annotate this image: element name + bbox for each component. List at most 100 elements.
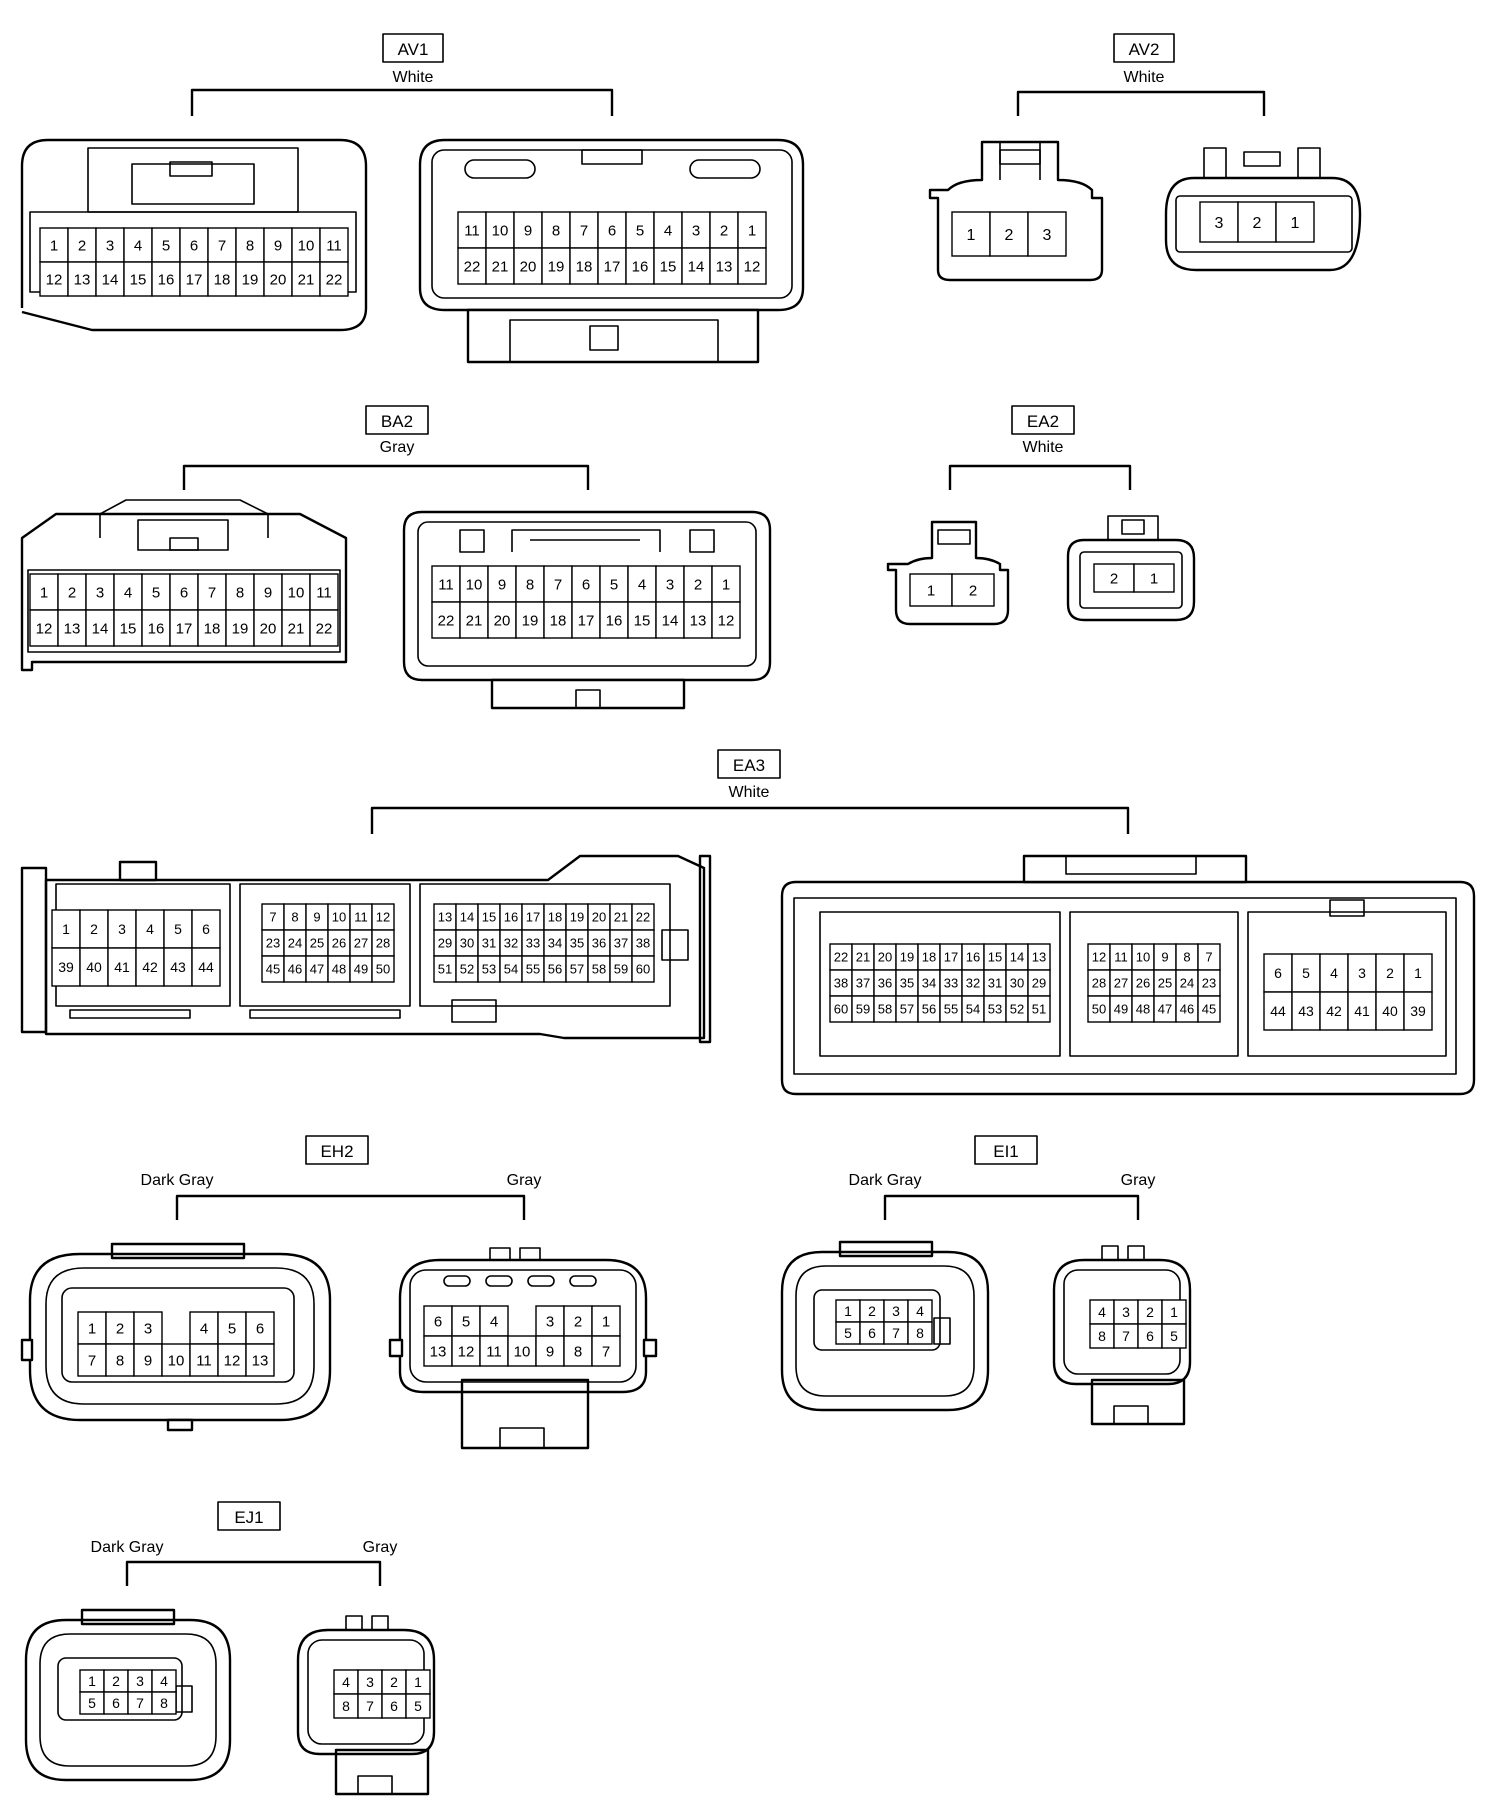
- pin-label: 57: [570, 962, 584, 977]
- pin-label: 56: [548, 962, 562, 977]
- pin-5: 5: [151, 227, 181, 263]
- pin-17: 17: [179, 261, 209, 297]
- pin-12: 12: [217, 1343, 247, 1377]
- pin-label: 3: [1122, 1304, 1130, 1320]
- pin-label: 2: [1253, 215, 1262, 232]
- pin-14: 14: [681, 247, 711, 285]
- pin-13: 13: [57, 609, 87, 647]
- pin-1: 1: [77, 1311, 107, 1345]
- pin-20: 20: [253, 609, 283, 647]
- pin-label: 23: [1202, 976, 1216, 991]
- pin-label: 18: [548, 910, 562, 925]
- pin-45: 45: [261, 955, 285, 983]
- pin-label: 4: [1330, 965, 1338, 981]
- pin-22: 22: [457, 247, 487, 285]
- pin-label: 1: [50, 237, 58, 254]
- pin-37: 37: [609, 929, 633, 957]
- pin-6: 6: [103, 1691, 129, 1715]
- pin-3: 3: [1199, 201, 1239, 243]
- connector-code-box: [217, 1501, 281, 1531]
- pin-14: 14: [85, 609, 115, 647]
- pin-label: 4: [342, 1674, 350, 1690]
- connector-color-left: Dark Gray: [849, 1172, 922, 1189]
- pin-label: 8: [1098, 1328, 1106, 1344]
- pin-label: 46: [1180, 1002, 1194, 1017]
- pin-2: 2: [103, 1669, 129, 1693]
- pin-label: 8: [574, 1343, 582, 1360]
- pin-label: 3: [692, 222, 700, 239]
- pin-12: 12: [39, 261, 69, 297]
- pin-5: 5: [141, 573, 171, 611]
- pin-50: 50: [371, 955, 395, 983]
- pin-18: 18: [543, 903, 567, 931]
- pin-label: 4: [664, 222, 672, 239]
- pin-29: 29: [433, 929, 457, 957]
- pin-label: 42: [142, 959, 158, 975]
- pin-label: 15: [120, 620, 137, 637]
- pin-label: 6: [1146, 1328, 1154, 1344]
- pin-3: 3: [655, 565, 685, 603]
- pin-label: 6: [582, 576, 590, 593]
- pin-1: 1: [39, 227, 69, 263]
- pin-label: 39: [1410, 1003, 1426, 1019]
- pin-label: 11: [354, 910, 368, 925]
- pin-label: 41: [1354, 1003, 1370, 1019]
- pin-label: 48: [1136, 1002, 1150, 1017]
- pin-label: 21: [298, 271, 315, 288]
- pin-label: 38: [834, 976, 848, 991]
- pin-10: 10: [327, 903, 351, 931]
- pin-25: 25: [1153, 969, 1177, 997]
- pin-label: 2: [68, 584, 76, 601]
- pin-22: 22: [631, 903, 655, 931]
- pin-14: 14: [655, 601, 685, 639]
- pin-36: 36: [873, 969, 897, 997]
- pin-22: 22: [309, 609, 339, 647]
- pin-19: 19: [565, 903, 589, 931]
- pin-label: 10: [1136, 950, 1150, 965]
- pin-label: 3: [144, 1320, 152, 1337]
- pin-16: 16: [499, 903, 523, 931]
- pin-label: 36: [592, 936, 606, 951]
- pin-6: 6: [381, 1693, 407, 1719]
- connector-code-box: [1011, 405, 1075, 435]
- pin-label: 1: [1414, 965, 1422, 981]
- pin-label: 14: [688, 258, 705, 275]
- pin-1: 1: [79, 1669, 105, 1693]
- pin-label: 26: [332, 936, 346, 951]
- pin-label: 9: [274, 237, 282, 254]
- pin-40: 40: [79, 947, 109, 987]
- pin-51: 51: [433, 955, 457, 983]
- connector-color-left: Dark Gray: [141, 1172, 214, 1189]
- pin-9: 9: [263, 227, 293, 263]
- pin-3: 3: [107, 909, 137, 949]
- connector-color-right: Gray: [1121, 1172, 1156, 1189]
- connector-code-box: [974, 1135, 1038, 1165]
- pin-34: 34: [917, 969, 941, 997]
- pin-2: 2: [105, 1311, 135, 1345]
- pin-label: 12: [718, 612, 735, 629]
- pin-label: 8: [916, 1325, 924, 1341]
- pin-21: 21: [291, 261, 321, 297]
- pin-label: 22: [834, 950, 848, 965]
- pin-label: 15: [634, 612, 651, 629]
- pin-18: 18: [207, 261, 237, 297]
- pin-47: 47: [1153, 995, 1177, 1023]
- pin-label: 17: [176, 620, 193, 637]
- pin-21: 21: [609, 903, 633, 931]
- pin-4: 4: [1089, 1299, 1115, 1325]
- pin-7: 7: [883, 1321, 909, 1345]
- pin-40: 40: [1375, 991, 1405, 1031]
- pin-label: 20: [592, 910, 606, 925]
- pin-53: 53: [983, 995, 1007, 1023]
- pin-label: 31: [482, 936, 496, 951]
- pin-2: 2: [989, 211, 1029, 257]
